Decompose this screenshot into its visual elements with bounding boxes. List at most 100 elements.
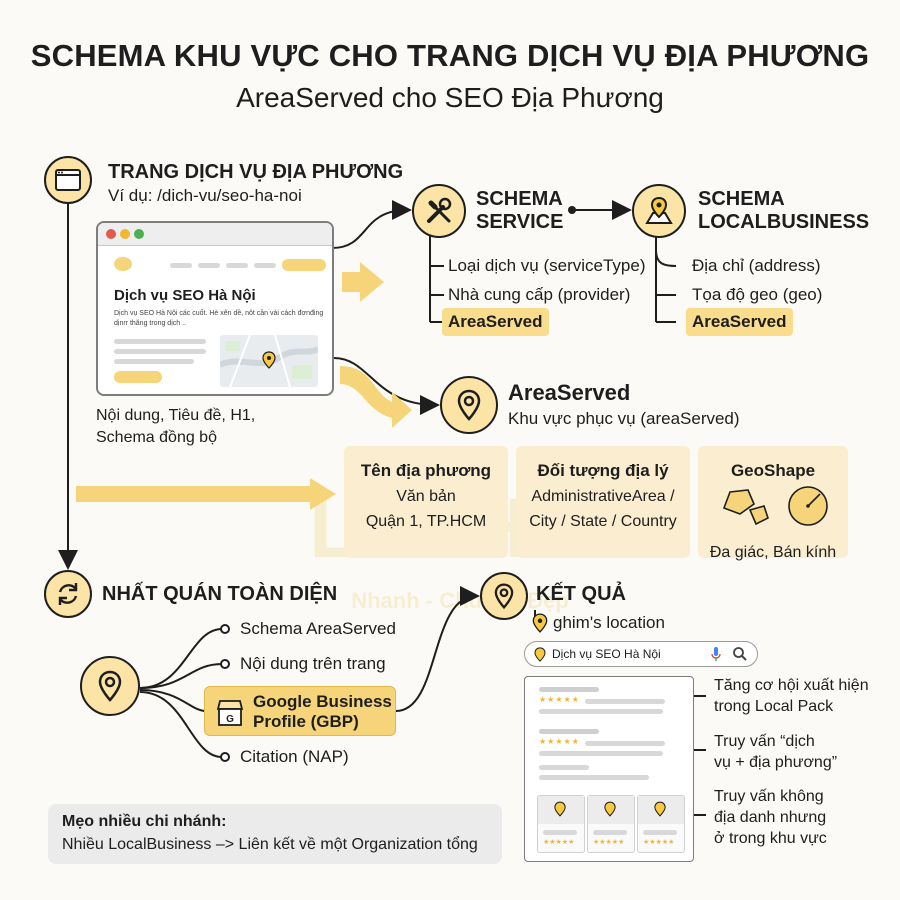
branch-node — [220, 752, 230, 762]
schema-service-item: Nhà cung cấp (provider) — [448, 285, 631, 304]
rating-stars: ★★★★★ — [543, 839, 575, 846]
serp-mockup: ★★★★★ ★★★★★ ★★★★★ ★★★★★ ★★★★★ — [524, 676, 694, 862]
rating-stars: ★★★★★ — [539, 695, 580, 704]
tools-icon-circle — [412, 184, 466, 238]
tip-text: Nhiều LocalBusiness –> Liên kết về một O… — [62, 836, 478, 853]
card-geo-object-line1: AdministrativeArea / — [531, 488, 675, 505]
consistency-item-content: Nội dung trên trang — [240, 654, 386, 673]
areaserved-sub: Khu vực phục vụ (areaServed) — [508, 409, 740, 428]
browser-icon-circle — [44, 156, 92, 204]
result-note-1: Tăng cơ hội xuất hiện trong Local Pack — [714, 675, 869, 717]
local-page-example: Ví dụ: /dich-vu/seo-ha-noi — [108, 186, 302, 205]
mock-button — [114, 371, 162, 383]
close-dot — [106, 229, 116, 239]
consistency-item-citation: Citation (NAP) — [240, 747, 349, 766]
result-note-line: ở trong khu vực — [714, 830, 827, 847]
polygon-radius-icon — [722, 486, 828, 526]
result-note-line: địa danh nhưng — [714, 809, 827, 826]
place-card: ★★★★★ — [587, 795, 635, 853]
card-geo-object-line2: City / State / Country — [529, 513, 677, 530]
schema-localbusiness-heading-1: SCHEMA — [698, 188, 785, 210]
location-pin-icon — [457, 389, 481, 421]
card-place-name: Tên địa phương Văn bản Quận 1, TP.HCM — [344, 446, 508, 558]
map-location-icon — [645, 196, 673, 224]
wrench-screwdriver-icon — [427, 197, 452, 223]
sync-icon — [58, 583, 78, 605]
result-heading: KẾT QUẢ — [536, 583, 626, 605]
search-bar[interactable]: Dịch vụ SEO Hà Nội — [524, 641, 758, 667]
tip-title: Mẹo nhiều chi nhánh: — [62, 813, 227, 830]
card-geoshape-title: GeoShape — [730, 461, 816, 480]
rating-stars: ★★★★★ — [643, 839, 675, 846]
mock-page-desc: Dịch vụ SEO Hà Nội các cuốt. Hè xên dề, … — [114, 310, 324, 327]
browser-mockup: Dịch vụ SEO Hà Nội Dịch vụ SEO Hà Nội cá… — [96, 221, 334, 396]
branch-node — [220, 659, 230, 669]
map-pin-icon — [554, 801, 566, 817]
mock-logo — [114, 257, 132, 271]
minimize-dot — [120, 229, 130, 239]
local-page-heading: TRANG DỊCH VỤ ĐỊA PHƯƠNG — [108, 161, 404, 183]
browser-window-icon — [55, 169, 81, 191]
browser-toolbar — [98, 223, 332, 246]
place-card: ★★★★★ — [637, 795, 685, 853]
rating-stars: ★★★★★ — [593, 839, 625, 846]
result-note-line: vụ + địa phương” — [714, 754, 838, 771]
maximize-dot — [134, 229, 144, 239]
schema-service-item: Loại dịch vụ (serviceType) — [448, 256, 646, 275]
mock-cta — [282, 259, 326, 271]
map-pin-icon — [604, 801, 616, 817]
result-note-3: Truy vấn không địa danh nhưng ở trong kh… — [714, 786, 827, 849]
location-pin-icon — [98, 670, 122, 702]
schema-service-heading-2: SERVICE — [476, 211, 564, 233]
svg-text:G: G — [226, 714, 234, 725]
sync-icon-circle — [44, 570, 92, 618]
result-note-2: Truy vấn “dịch vụ + địa phương” — [714, 731, 837, 773]
gbp-label-2: Profile (GBP) — [253, 712, 359, 731]
consistency-pin-circle — [80, 656, 140, 716]
schema-localbusiness-item: Địa chỉ (address) — [692, 256, 821, 275]
microphone-icon[interactable] — [711, 647, 721, 662]
local-page-caption-2: Schema đồng bộ — [96, 429, 217, 446]
store-icon: G — [216, 700, 244, 726]
mock-page-title: Dịch vụ SEO Hà Nội — [114, 287, 256, 304]
pin-icon — [532, 613, 548, 633]
page-subtitle: AreaServed cho SEO Địa Phương — [236, 82, 664, 113]
tip-box: Mẹo nhiều chi nhánh: Nhiều LocalBusiness… — [48, 804, 502, 864]
branch-node — [220, 624, 230, 634]
card-geoshape-caption: Đa giác, Bán kính — [709, 544, 837, 561]
place-card: ★★★★★ — [537, 795, 585, 853]
search-icon[interactable] — [732, 646, 748, 662]
map-pin-small-icon — [534, 647, 546, 662]
card-geoshape: GeoShape Đa giác, Bán kính — [698, 446, 848, 561]
result-note-line: Truy vấn “dịch — [714, 733, 815, 750]
result-note-line: trong Local Pack — [714, 698, 834, 715]
result-pin-label: ghim's location — [553, 613, 665, 632]
location-pin-icon — [494, 583, 514, 609]
card-place-name-title: Tên địa phương — [360, 461, 492, 480]
result-note-line: Truy vấn không — [714, 788, 824, 805]
schema-localbusiness-heading-2: LOCALBUSINESS — [698, 211, 870, 233]
schema-service-areaserved: AreaServed — [442, 308, 549, 336]
result-note-line: Tăng cơ hội xuất hiện — [714, 677, 869, 694]
rating-stars: ★★★★★ — [539, 737, 580, 746]
consistency-item-schema: Schema AreaServed — [240, 619, 396, 638]
result-icon-circle — [480, 572, 528, 620]
search-query: Dịch vụ SEO Hà Nội — [552, 647, 661, 661]
areaserved-heading: AreaServed — [508, 380, 631, 405]
local-page-caption-1: Nội dung, Tiêu đề, H1, — [96, 407, 256, 424]
consistency-heading: NHẤT QUÁN TOÀN DIỆN — [102, 583, 338, 605]
schema-service-heading-1: SCHEMA — [476, 188, 563, 210]
gbp-box: G Google Business Profile (GBP) — [204, 686, 396, 736]
card-place-name-line1: Văn bản — [396, 488, 456, 505]
page-title: SCHEMA KHU VỰC CHO TRANG DỊCH VỤ ĐỊA PHƯ… — [30, 38, 870, 73]
card-geo-object-title: Đối tượng địa lý — [537, 461, 669, 480]
areaserved-icon-circle — [440, 376, 498, 434]
map-icon-circle — [632, 184, 686, 238]
card-geo-object: Đối tượng địa lý AdministrativeArea / Ci… — [516, 446, 690, 558]
card-place-name-line2: Quận 1, TP.HCM — [365, 513, 487, 530]
schema-localbusiness-areaserved: AreaServed — [686, 308, 793, 336]
gbp-label-1: Google Business — [253, 692, 392, 711]
map-pin-icon — [262, 351, 276, 369]
mock-map — [220, 335, 318, 387]
